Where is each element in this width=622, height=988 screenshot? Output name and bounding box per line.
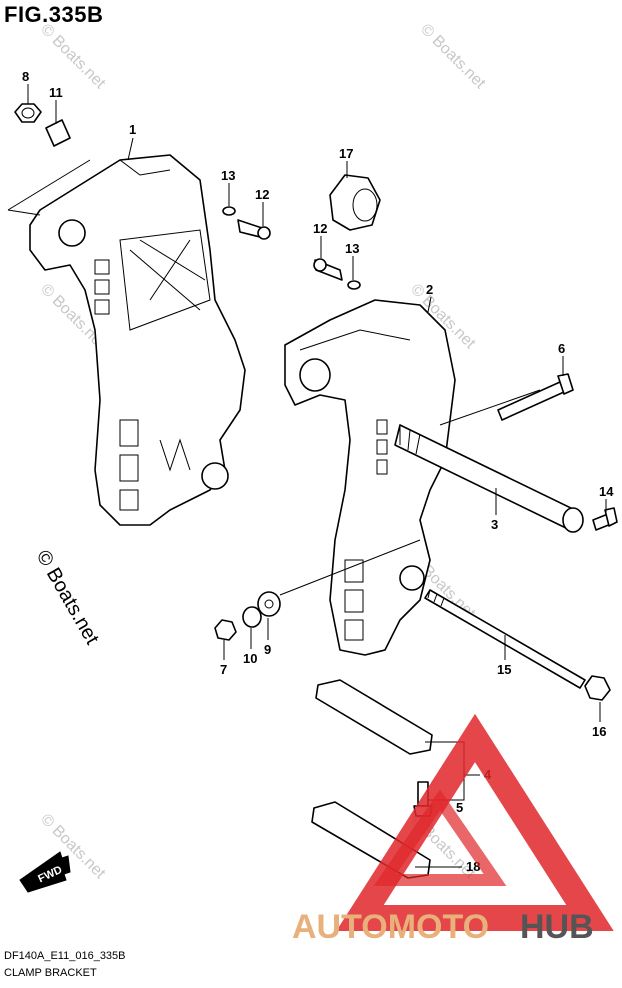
- washer-part-13b: [347, 280, 361, 290]
- figure-name: CLAMP BRACKET: [4, 967, 97, 979]
- callout-1: 1: [129, 122, 136, 137]
- callout-2: 2: [426, 282, 433, 297]
- nut-part-8: [14, 103, 42, 123]
- callout-10: 10: [243, 651, 257, 666]
- bolt-part-14: [592, 507, 618, 531]
- bolt-part-6: [497, 373, 574, 421]
- washer-part-9: [257, 591, 281, 617]
- callout-11: 11: [49, 85, 63, 100]
- fwd-arrow: FWD: [19, 851, 71, 893]
- callout-8: 8: [22, 69, 29, 84]
- plate-part-11: [45, 119, 71, 147]
- figure-title: FIG.335B: [4, 2, 104, 27]
- callout-labels: 8 11 1 13 12 17 12 13 2 6 3 14 7 10 9 15…: [22, 69, 614, 874]
- leader-line-9: [279, 539, 421, 596]
- nut-part-7: [214, 619, 237, 641]
- cap-part-17: [329, 174, 381, 231]
- figure-code: DF140A_E11_016_335B: [4, 950, 126, 962]
- plate-part-4-upper: [315, 679, 433, 755]
- callout-9: 9: [264, 642, 271, 657]
- callout-14: 14: [599, 484, 614, 499]
- leader-line-1a: [7, 159, 91, 211]
- bolt-part-12b: [313, 258, 343, 281]
- shaft-part-3: [394, 424, 584, 533]
- callout-13-middle: 13: [345, 241, 359, 256]
- callout-5: 5: [456, 800, 463, 815]
- clamp-bracket-left: [29, 154, 246, 526]
- brand-hub: HUB: [520, 908, 594, 946]
- washer-part-13a: [222, 206, 236, 216]
- callout-12-upper: 12: [255, 187, 269, 202]
- leader-line-1b: [7, 209, 41, 216]
- callout-15: 15: [497, 662, 511, 677]
- callout-16: 16: [592, 724, 606, 739]
- bolt-part-12a: [237, 219, 271, 240]
- nut-part-16: [584, 675, 611, 701]
- washer-part-10: [242, 606, 262, 628]
- callout-6: 6: [558, 341, 565, 356]
- watermark-main: © Boats.net: [32, 547, 104, 649]
- callout-7: 7: [220, 662, 227, 677]
- watermark-1: © Boats.net: [37, 21, 109, 93]
- callout-13-upper: 13: [221, 168, 235, 183]
- callout-17: 17: [339, 146, 353, 161]
- callout-3: 3: [491, 517, 498, 532]
- callout-12-middle: 12: [313, 221, 327, 236]
- leader-line-3: [439, 389, 541, 426]
- clamp-bracket-right: [284, 299, 456, 656]
- automotohub-logo: AUTOMOTO HUB: [292, 713, 614, 946]
- watermark-2: © Boats.net: [417, 21, 489, 93]
- brand-automoto: AUTOMOTO: [292, 908, 489, 946]
